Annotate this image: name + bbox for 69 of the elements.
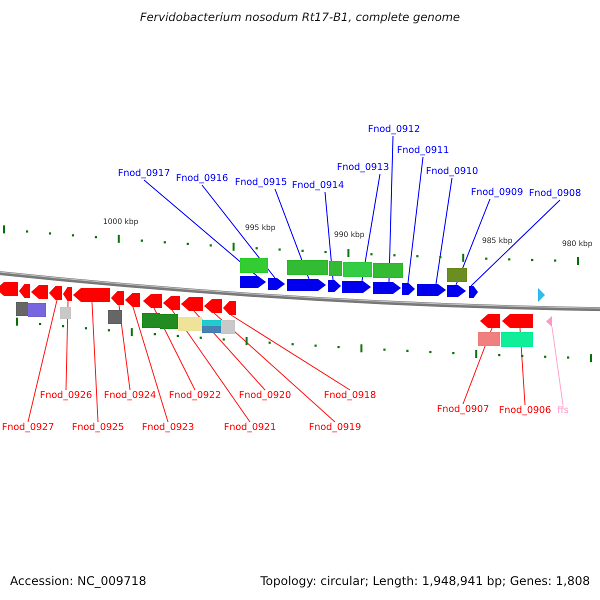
gene-label: Fnod_0920 bbox=[238, 390, 292, 402]
genome-summary: Topology: circular; Length: 1,948,941 bp; Genes: 1,808 bbox=[260, 575, 590, 587]
gene-label: Fnod_0912 bbox=[368, 124, 420, 136]
gene-feature bbox=[143, 294, 162, 308]
gene-label: Fnod_0918 bbox=[324, 390, 376, 402]
gene-label: Fnod_0926 bbox=[40, 390, 92, 402]
gene-feature bbox=[268, 278, 285, 290]
gene-label: Fnod_0909 bbox=[470, 187, 524, 199]
gene-label: Fnod_0916 bbox=[176, 173, 228, 185]
gene-feature bbox=[223, 301, 236, 315]
gene-label: Fnod_0911 bbox=[396, 145, 450, 157]
leader-line bbox=[28, 300, 58, 422]
gene-feature bbox=[31, 285, 48, 299]
gene-label: Fnod_0922 bbox=[168, 390, 222, 402]
leader-line bbox=[202, 184, 276, 278]
gene-feature bbox=[163, 296, 180, 310]
title: Fervidobacterium nosodum Rt17-B1, complete genome bbox=[140, 11, 460, 23]
gene-label: Fnod_0927 bbox=[2, 422, 54, 434]
gene-feature bbox=[402, 283, 415, 295]
gene-feature bbox=[240, 276, 266, 288]
gene-label: Fnod_0913 bbox=[336, 162, 390, 174]
leader-line bbox=[552, 326, 564, 406]
leader-line bbox=[388, 136, 394, 282]
leader-line bbox=[172, 310, 250, 422]
gene-feature bbox=[417, 284, 446, 296]
leader-line bbox=[154, 308, 196, 390]
gene-label: Fnod_0914 bbox=[292, 180, 344, 192]
gene-feature bbox=[538, 288, 545, 302]
leader-line bbox=[144, 180, 258, 276]
leader-line bbox=[462, 328, 492, 404]
leader-line bbox=[230, 314, 350, 390]
gene-feature bbox=[447, 285, 466, 297]
gene-label: Fnod_0923 bbox=[142, 422, 194, 434]
gene-feature bbox=[19, 284, 30, 298]
gene-feature bbox=[49, 286, 62, 300]
leader-line bbox=[436, 178, 452, 284]
gene-feature bbox=[469, 286, 478, 298]
gene-label: Fnod_0907 bbox=[436, 404, 490, 416]
leader-line bbox=[324, 192, 334, 280]
gene-feature bbox=[125, 293, 140, 307]
leader-line bbox=[408, 156, 424, 284]
gene-label: Fnod_0906 bbox=[498, 405, 552, 417]
gene-label: ffs bbox=[557, 405, 569, 417]
accession-text: Accession: NC_009718 bbox=[10, 575, 146, 587]
gene-label: Fnod_0919 bbox=[308, 422, 362, 434]
gene-label: Fnod_0915 bbox=[234, 177, 288, 189]
leader-line bbox=[92, 302, 98, 422]
leader-line bbox=[194, 310, 266, 390]
gene-feature bbox=[111, 291, 124, 305]
gene-feature bbox=[204, 299, 222, 313]
leader-line bbox=[214, 312, 336, 422]
gene-feature bbox=[328, 280, 341, 292]
leader-line bbox=[456, 198, 490, 286]
gene-label: Fnod_0925 bbox=[72, 422, 124, 434]
gene-feature bbox=[0, 282, 18, 296]
gene-label: Fnod_0910 bbox=[426, 166, 478, 178]
gene-label: Fnod_0917 bbox=[118, 168, 170, 180]
gene-label: Fnod_0921 bbox=[224, 422, 276, 434]
leader-line bbox=[470, 200, 560, 286]
gene-feature bbox=[480, 314, 500, 328]
leader-line bbox=[132, 306, 168, 422]
gene-feature bbox=[502, 314, 533, 328]
gene-label: Fnod_0924 bbox=[104, 390, 156, 402]
gene-label: Fnod_0908 bbox=[528, 188, 582, 200]
leader-line bbox=[118, 304, 130, 390]
gene-feature bbox=[546, 316, 552, 327]
gene-feature bbox=[181, 297, 203, 311]
gene-feature bbox=[287, 279, 326, 291]
leader-line bbox=[66, 300, 68, 390]
